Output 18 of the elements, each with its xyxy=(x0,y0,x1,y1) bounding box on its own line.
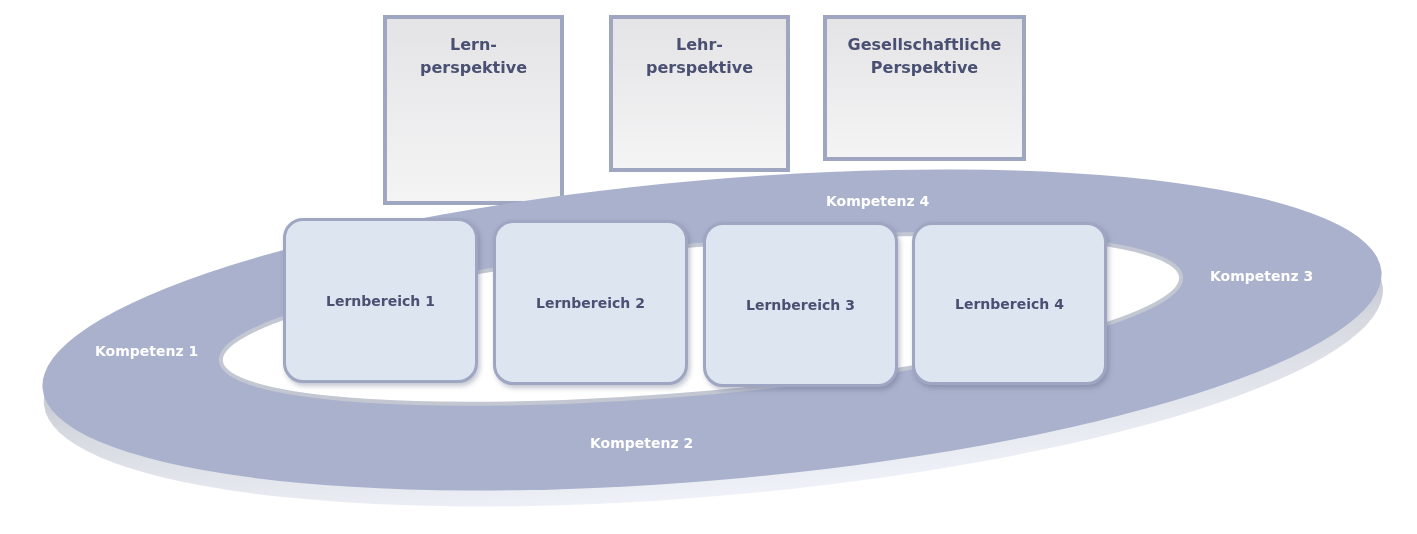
perspective-panel xyxy=(609,15,790,172)
area-title: Lernbereich 1 xyxy=(326,292,435,309)
area-title: Lernbereich 4 xyxy=(955,295,1064,312)
ring-label: Kompetenz 4 xyxy=(826,193,930,209)
area-title: Lernbereich 3 xyxy=(746,296,855,313)
ring-label: Kompetenz 1 xyxy=(95,343,199,359)
panel-title: Gesellschaftliche Perspektive xyxy=(846,34,1003,80)
panel-title: Lern- perspektive xyxy=(418,34,529,80)
panel-title: Lehr- perspektive xyxy=(644,34,755,80)
area-card xyxy=(493,220,688,385)
area-card xyxy=(912,222,1107,385)
area-title: Lernbereich 2 xyxy=(536,294,645,311)
ring-label: Kompetenz 3 xyxy=(1210,268,1314,284)
perspective-panel xyxy=(383,15,564,205)
perspective-panel xyxy=(823,15,1026,161)
ring-label: Kompetenz 2 xyxy=(590,435,694,451)
area-card xyxy=(703,222,898,387)
area-card xyxy=(283,218,478,383)
